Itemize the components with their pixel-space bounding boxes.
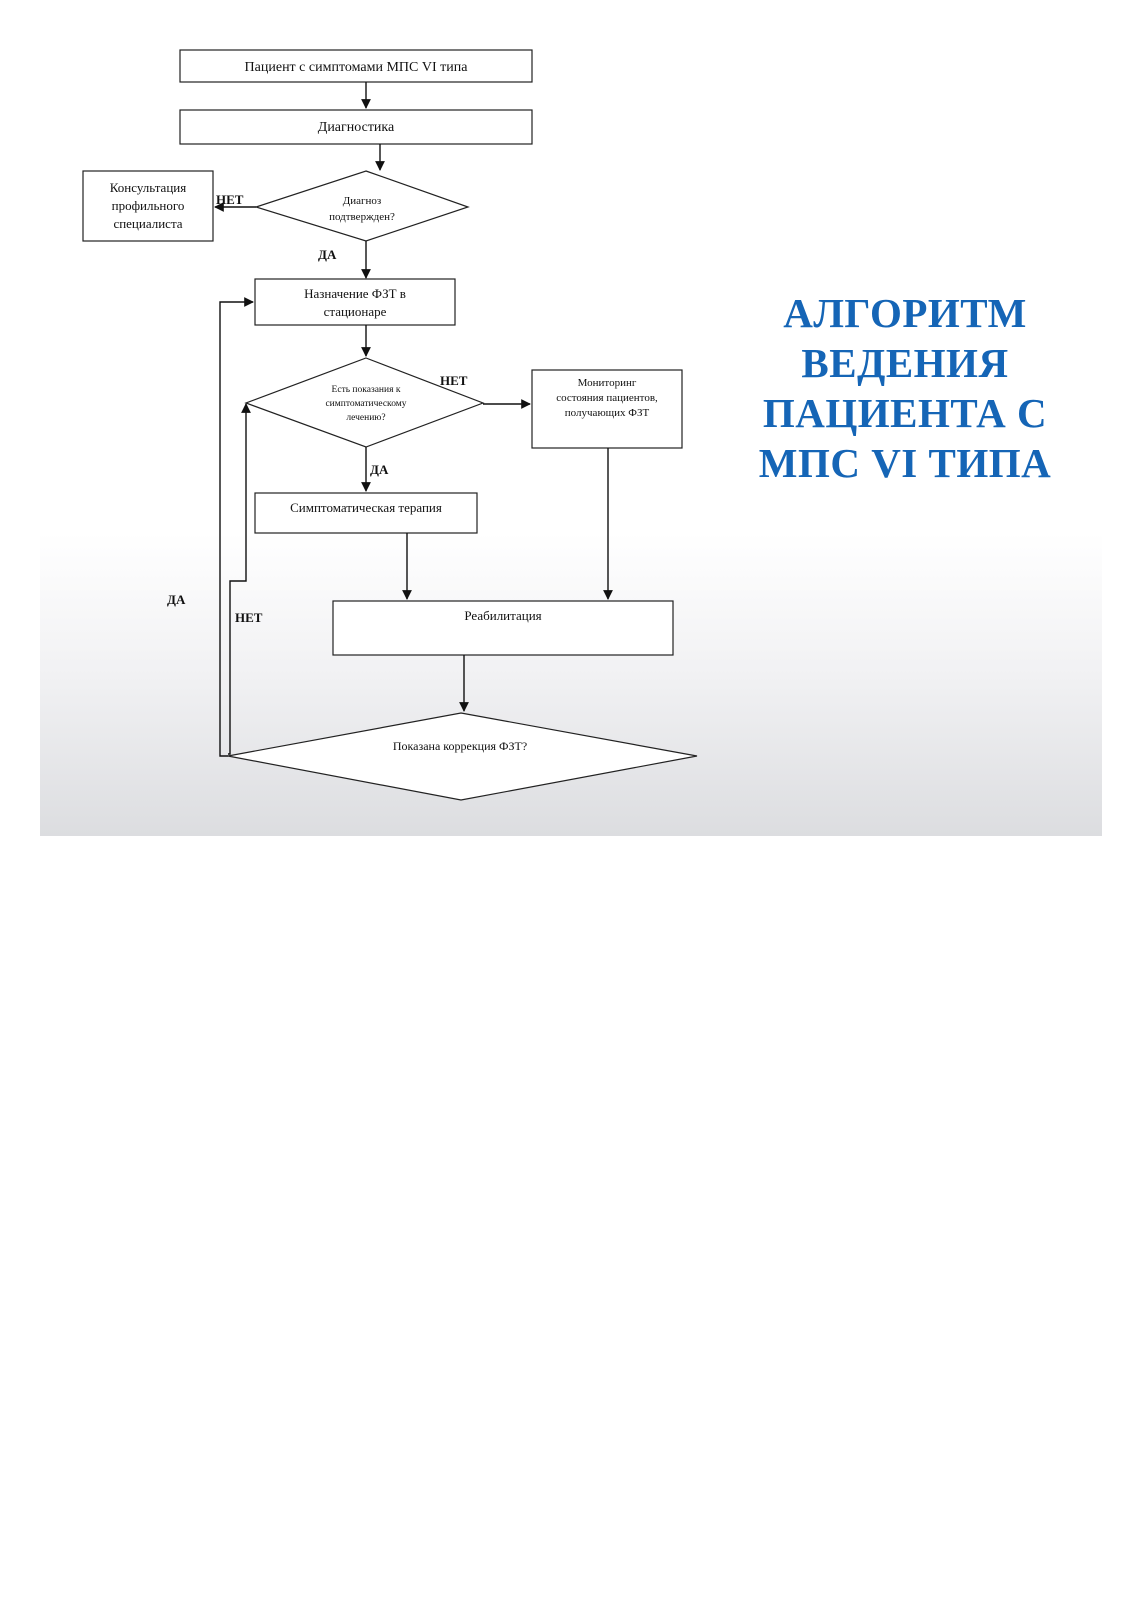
- decision-diagnosis: Диагноз подтвержден?: [254, 170, 470, 242]
- monitoring-line1: Мониторинг: [578, 377, 637, 389]
- flowchart: Пациент с симптомами МПС VI типа Диагнос…: [82, 49, 698, 801]
- rehab-box: Реабилитация: [332, 600, 674, 656]
- label-no-diagnosis: НЕТ: [216, 192, 244, 207]
- diagnostics-box: Диагностика: [179, 109, 533, 145]
- start-label: Пациент с симптомами МПС VI типа: [245, 60, 469, 75]
- label-yes-correction: ДА: [167, 592, 186, 607]
- title-line-4: МПС VI ТИПА: [758, 440, 1052, 486]
- decision-symptomatic: Есть показания к симптоматическому лечен…: [244, 357, 485, 448]
- label-no-correction: НЕТ: [235, 610, 263, 625]
- decision-symptomatic-line3: лечению?: [346, 413, 385, 423]
- title-line-2: ВЕДЕНИЯ: [801, 340, 1009, 386]
- decision-correction: Показана коррекция ФЗТ?: [227, 712, 698, 801]
- monitoring-line2: состояния пациентов,: [556, 392, 658, 404]
- rehab-label: Реабилитация: [464, 608, 541, 623]
- decision-symptomatic-line2: симптоматическому: [325, 399, 406, 409]
- decision-symptomatic-line1: Есть показания к: [332, 385, 401, 395]
- label-yes-symptomatic: ДА: [370, 462, 389, 477]
- prescribe-box: Назначение ФЗТ в стационаре: [254, 278, 456, 326]
- consult-box: Консультация профильного специалиста: [82, 170, 214, 242]
- loop-yes-to-prescribe: [219, 297, 254, 757]
- consult-line2: профильного: [112, 198, 185, 213]
- title-line-3: ПАЦИЕНТА С: [762, 390, 1048, 436]
- decision-correction-label: Показана коррекция ФЗТ?: [393, 739, 527, 753]
- label-yes-diagnosis: ДА: [318, 247, 337, 262]
- start-box: Пациент с симптомами МПС VI типа: [179, 49, 533, 83]
- consult-line1: Консультация: [110, 180, 186, 195]
- decision-diagnosis-line2: подтвержден?: [329, 211, 395, 223]
- label-no-symptomatic: НЕТ: [440, 373, 468, 388]
- consult-line3: специалиста: [113, 216, 182, 231]
- prescribe-line2: стационаре: [324, 304, 387, 319]
- therapy-box: Симптоматическая терапия: [254, 492, 478, 534]
- therapy-label: Симптоматическая терапия: [290, 500, 442, 515]
- prescribe-line1: Назначение ФЗТ в: [304, 286, 406, 301]
- title-line-1: АЛГОРИТМ: [783, 290, 1027, 336]
- decision-diagnosis-line1: Диагноз: [343, 195, 382, 207]
- monitoring-line3: получающих ФЗТ: [565, 407, 650, 419]
- monitoring-box: Мониторинг состояния пациентов, получающ…: [531, 369, 683, 449]
- slide-title: АЛГОРИТМ ВЕДЕНИЯ ПАЦИЕНТА С МПС VI ТИПА: [740, 288, 1070, 488]
- slide: Пациент с симптомами МПС VI типа Диагнос…: [40, 38, 1102, 836]
- diagnostics-label: Диагностика: [318, 120, 395, 135]
- loop-no-to-decision2: [228, 403, 251, 755]
